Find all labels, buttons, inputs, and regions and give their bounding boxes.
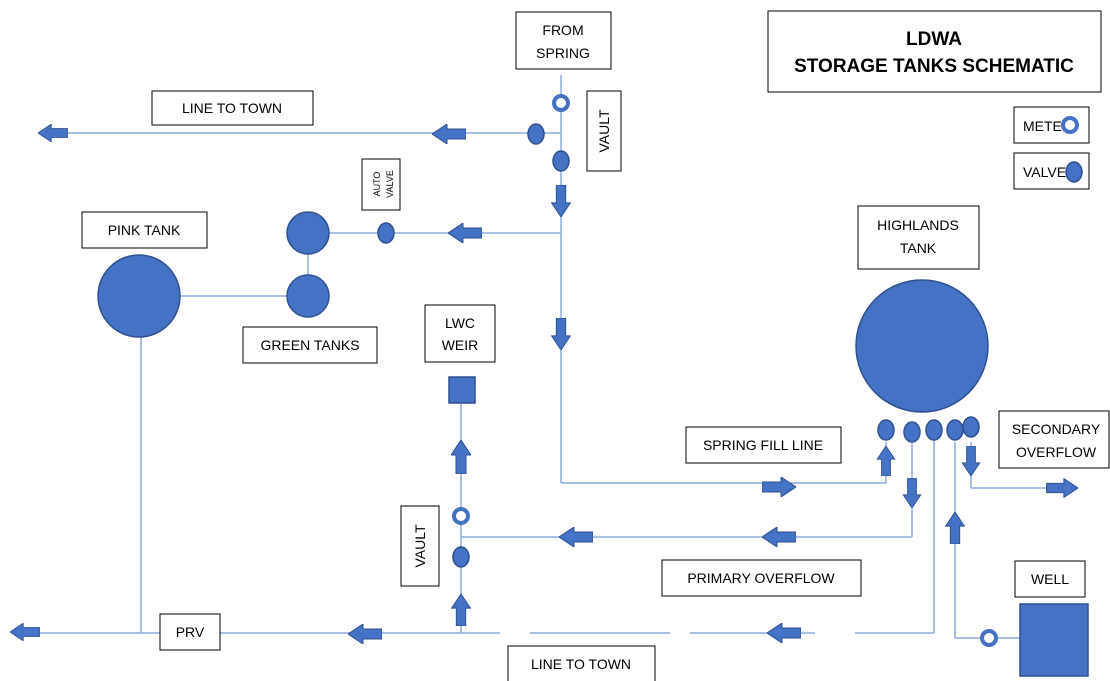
spring-fill-line-box: SPRING FILL LINE (685, 426, 842, 464)
arrow-up-icon (451, 440, 471, 474)
valve-icon (877, 419, 895, 441)
valve-icon (452, 546, 470, 568)
svg-text:AUTO: AUTO (372, 172, 382, 197)
svg-text:PRIMARY OVERFLOW: PRIMARY OVERFLOW (687, 570, 835, 586)
svg-text:WEIR: WEIR (442, 337, 479, 353)
valve-icon (903, 421, 921, 443)
valve-icon (925, 419, 943, 441)
arrow-down-icon (902, 478, 922, 508)
arrow-down-icon (961, 446, 981, 476)
secondary-overflow-box: SECONDARY OVERFLOW (998, 410, 1110, 469)
svg-text:SPRING: SPRING (536, 45, 590, 61)
arrow-up-icon (945, 512, 965, 544)
svg-text:WELL: WELL (1031, 571, 1069, 587)
vault-bottom-box: VAULT (400, 505, 440, 587)
svg-text:VAULT: VAULT (412, 524, 428, 567)
green-tank-lower (286, 274, 330, 318)
meter-icon (452, 507, 470, 525)
arrow-up-icon (876, 446, 896, 476)
svg-text:SECONDARY: SECONDARY (1012, 421, 1101, 437)
valve-icon (552, 150, 570, 172)
arrow-left-icon (432, 124, 466, 144)
title-line1: LDWA (906, 29, 962, 50)
valve-icon (1065, 161, 1083, 183)
green-tanks-box: GREEN TANKS (242, 326, 378, 364)
arrow-left-icon (38, 124, 68, 142)
well-box (1019, 603, 1089, 677)
svg-text:LINE TO TOWN: LINE TO TOWN (182, 100, 282, 116)
valves (377, 123, 980, 568)
valve-icon (377, 222, 395, 244)
arrow-left-icon (762, 527, 796, 547)
arrow-down-icon (551, 185, 571, 217)
arrow-left-icon (10, 623, 40, 641)
svg-text:PINK TANK: PINK TANK (108, 222, 181, 238)
meter-icon (1061, 116, 1079, 134)
arrow-up-icon (451, 594, 471, 626)
valve-icon (527, 123, 545, 145)
arrow-left-icon (348, 624, 382, 644)
from-spring-box: FROM SPRING (515, 11, 612, 70)
legend-valve-label: VALVE (1023, 164, 1066, 180)
arrow-left-icon (448, 223, 482, 243)
legend-meter-label: METER (1023, 118, 1072, 134)
svg-text:GREEN TANKS: GREEN TANKS (260, 337, 359, 353)
green-tank-upper (286, 211, 330, 255)
svg-text:TANK: TANK (900, 240, 937, 256)
prv-box: PRV (159, 613, 221, 651)
svg-text:VALVE: VALVE (385, 170, 395, 198)
arrow-right-icon (1046, 478, 1078, 498)
svg-text:SPRING FILL LINE: SPRING FILL LINE (703, 437, 823, 453)
line-to-town-top-box: LINE TO TOWN (151, 90, 314, 126)
highlands-tank-box: HIGHLANDS TANK (857, 205, 980, 270)
svg-text:PRV: PRV (176, 624, 205, 640)
title-line2: STORAGE TANKS SCHEMATIC (794, 56, 1074, 77)
svg-text:OVERFLOW: OVERFLOW (1016, 444, 1097, 460)
well-label-box: WELL (1014, 560, 1086, 598)
arrow-down-icon (551, 318, 571, 350)
meter-icon (980, 629, 998, 647)
svg-text:VAULT: VAULT (596, 109, 612, 152)
highlands-tank (855, 279, 989, 413)
svg-text:LWC: LWC (445, 315, 475, 331)
legend-meter: METER (1013, 106, 1090, 144)
pink-tank-box: PINK TANK (81, 211, 208, 249)
meters (452, 94, 998, 647)
auto-valve-box: AUTO VALVE (361, 158, 401, 211)
pink-tank (97, 254, 181, 338)
arrow-right-icon (762, 477, 796, 497)
arrow-left-icon (559, 527, 593, 547)
primary-overflow-box: PRIMARY OVERFLOW (661, 559, 862, 597)
svg-text:LINE TO TOWN: LINE TO TOWN (531, 656, 631, 672)
line-to-town-bottom-box: LINE TO TOWN (507, 645, 656, 681)
meter-icon (552, 94, 570, 112)
title-block: LDWA STORAGE TANKS SCHEMATIC (767, 10, 1102, 93)
valve-icon (962, 416, 980, 438)
lwc-weir-box (448, 376, 476, 404)
vault-top-box: VAULT (586, 90, 622, 172)
svg-text:HIGHLANDS: HIGHLANDS (877, 217, 959, 233)
legend-valve: VALVE (1013, 152, 1090, 190)
svg-text:FROM: FROM (542, 22, 583, 38)
valve-icon (946, 419, 964, 441)
arrow-left-icon (767, 623, 801, 643)
lwc-weir-label-box: LWC WEIR (424, 304, 496, 363)
